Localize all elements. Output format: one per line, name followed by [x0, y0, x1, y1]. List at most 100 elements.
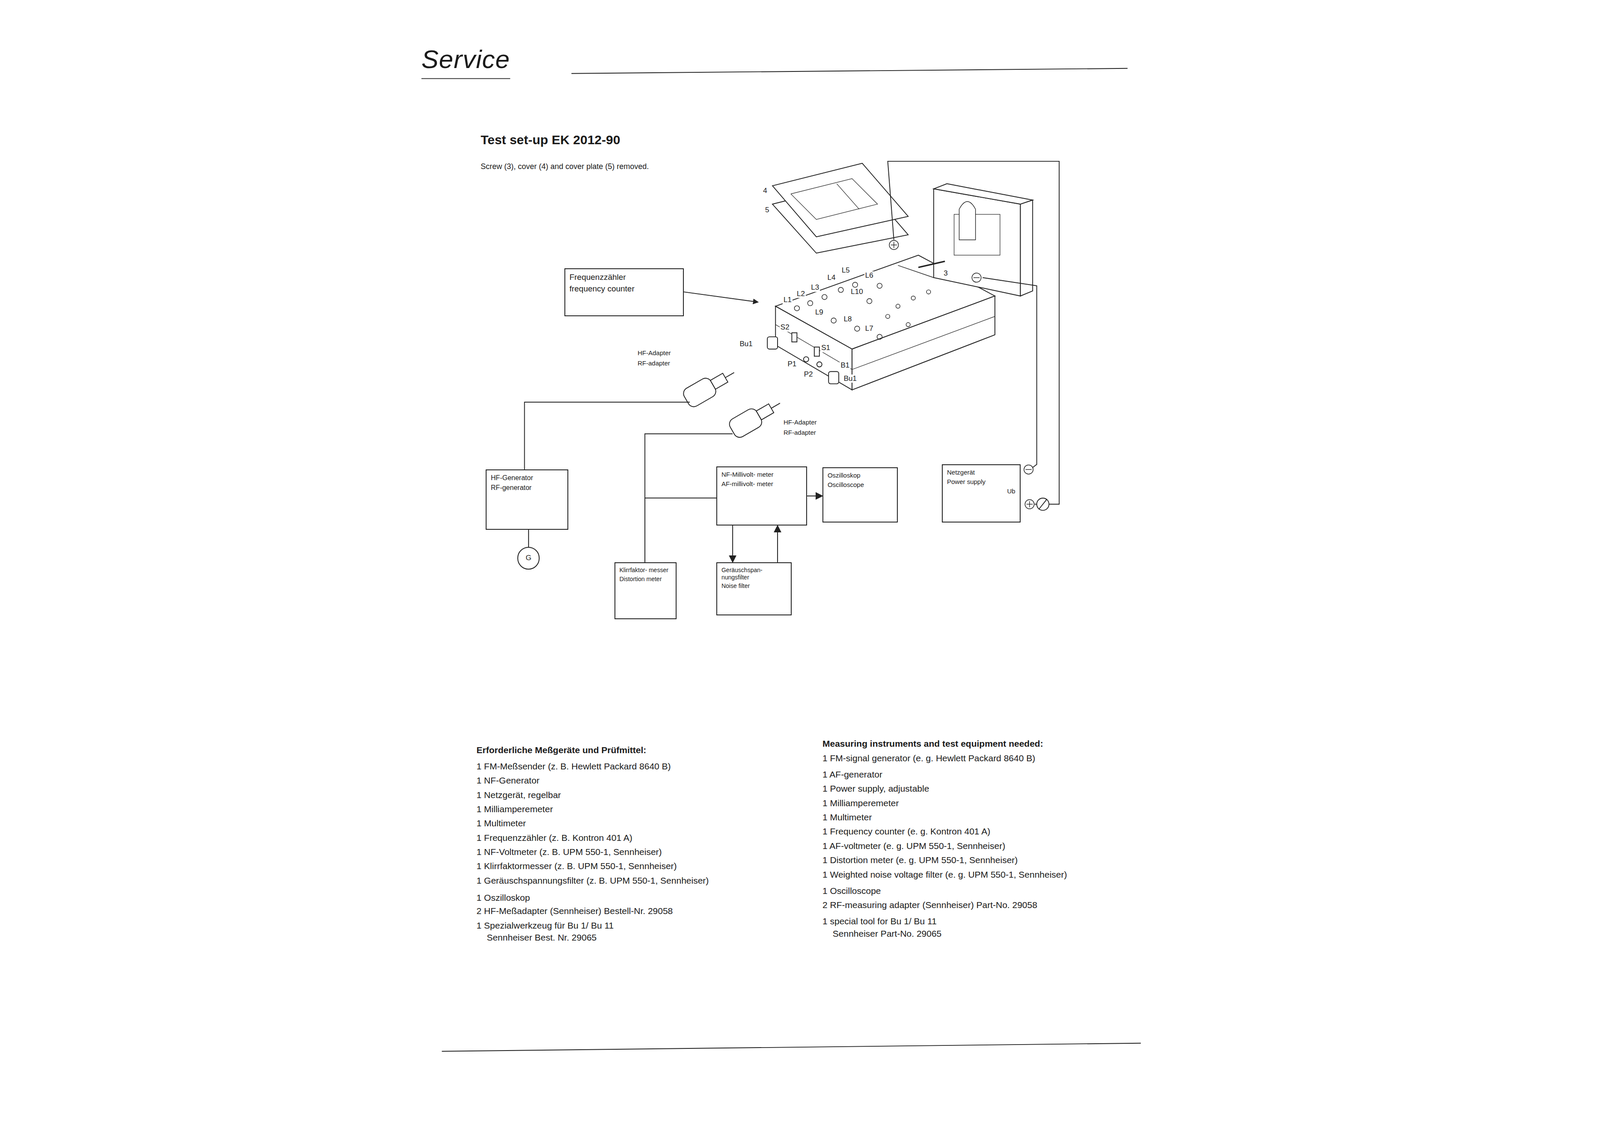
rf-adapter — [756, 403, 774, 420]
part-label: L6 — [864, 271, 875, 280]
receiver-housing — [933, 188, 1021, 296]
receiver-housing — [897, 265, 934, 278]
signal-connector — [528, 529, 529, 548]
equipment-list-line: 2 HF-Meßadapter (Sennheiser) Bestell-Nr.… — [476, 905, 674, 917]
equipment-list-line: Sennheiser Part-No. 29065 — [832, 928, 942, 939]
equipment-list-line: 1 Multimeter — [476, 818, 527, 829]
coil-hole — [794, 305, 800, 311]
polarity-symbol — [971, 273, 981, 283]
coil-hole — [794, 282, 931, 340]
signal-connector — [807, 495, 823, 497]
part-label: L2 — [795, 289, 806, 299]
instrument-box: Frequenzzählerfrequency counter — [564, 268, 684, 317]
box-text: AF-millivolt- meter — [721, 480, 802, 488]
meter-symbol — [1036, 498, 1050, 511]
coil-hole — [877, 334, 883, 340]
polarity-symbol — [889, 240, 899, 250]
rf-adapter — [727, 394, 785, 440]
coil-hole — [822, 294, 828, 300]
box-text: G — [525, 553, 532, 563]
rf-adapter — [681, 363, 786, 440]
box-text: Oszilloskop — [827, 471, 893, 480]
rule-line — [421, 78, 511, 80]
receiver-housing — [775, 306, 852, 391]
equipment-list-line: 1 Oscilloscope — [822, 885, 882, 897]
part-label: HF-Adapter — [636, 349, 672, 357]
part-label: Bu1 — [738, 339, 754, 349]
wire — [683, 291, 759, 303]
receiver-housing — [933, 183, 1033, 205]
coil-hole — [911, 296, 916, 301]
rule-line — [421, 68, 1141, 1052]
coil-hole — [838, 287, 844, 293]
rf-adapter — [725, 372, 735, 378]
equipment-list-line: 1 Klirrfaktormesser (z. B. UPM 550-1, Se… — [476, 860, 677, 872]
receiver-housing — [1020, 200, 1034, 297]
equipment-list-line: 1 FM-signal generator (e. g. Hewlett Pac… — [822, 753, 1036, 764]
equipment-list-line: 1 Weighted noise voltage filter (e. g. U… — [822, 869, 1068, 880]
box-text: RF-generator — [490, 483, 564, 492]
wire — [524, 161, 1060, 505]
part-label: L5 — [840, 266, 851, 275]
part-label: L4 — [826, 273, 837, 283]
receiver-housing — [851, 296, 995, 390]
signal-connector — [732, 525, 734, 563]
socket — [767, 336, 778, 350]
box-text: Geräuschspan- nungsfilter — [721, 566, 787, 582]
part-label: S2 — [779, 323, 791, 333]
cover-plate — [772, 163, 909, 238]
equipment-list-line: 1 Geräuschspannungsfilter (z. B. UPM 550… — [476, 875, 710, 886]
page-header: Service — [421, 44, 511, 75]
socket — [791, 332, 797, 342]
polarity-symbol — [973, 277, 980, 278]
coil-hole — [877, 283, 883, 289]
polarity-symbol — [1024, 499, 1034, 509]
part-label: L1 — [782, 295, 793, 305]
part-label: P2 — [803, 370, 814, 379]
receiver-housing — [918, 261, 945, 268]
box-text: frequency counter — [569, 284, 679, 294]
part-label: L3 — [810, 283, 820, 293]
coil-hole — [896, 304, 901, 309]
part-label: 3 — [942, 269, 949, 278]
rule-line — [442, 1043, 1141, 1052]
equipment-list-line: 1 FM-Meßsender (z. B. Hewlett Packard 86… — [476, 761, 671, 772]
box-text: Power supply — [946, 477, 1016, 486]
coil-hole — [854, 326, 860, 332]
coil-hole — [905, 322, 911, 327]
socket — [828, 371, 839, 384]
box-text: Frequenzzähler — [569, 272, 679, 283]
cover-plate — [790, 178, 878, 220]
part-label: B1 — [839, 361, 851, 370]
equipment-list-line: 1 NF-Voltmeter (z. B. UPM 550-1, Sennhei… — [476, 846, 662, 858]
instrument-box: HF-GeneratorRF-generator — [485, 469, 569, 530]
receiver-housing — [851, 316, 995, 370]
part-label: RF-adapter — [782, 428, 817, 437]
coil-hole — [807, 300, 813, 306]
box-text: Distortion meter — [619, 575, 672, 583]
part-label: 5 — [764, 205, 770, 215]
part-label: L9 — [814, 308, 825, 317]
equipment-list-line: 1 NF-Generator — [476, 775, 540, 786]
coil-hole — [831, 317, 837, 324]
box-text: Oscilloscope — [827, 480, 893, 489]
receiver-housing — [958, 201, 976, 240]
instrument-box: Geräuschspan- nungsfilterNoise filter — [716, 562, 792, 616]
equipment-list-line: 1 special tool for Bu 1/ Bu 11 — [822, 916, 937, 927]
box-text: Netzgerät — [946, 468, 1016, 477]
part-label: L10 — [849, 287, 864, 297]
socket — [816, 362, 823, 368]
equipment-list-line: 1 AF-generator — [822, 769, 883, 780]
equipment-list-line: Measuring instruments and test equipment… — [822, 738, 1044, 749]
socket — [814, 347, 820, 357]
coil-hole — [885, 314, 891, 319]
diagram-title: Test set-up EK 2012-90 — [480, 132, 621, 148]
equipment-list-line: 1 Frequenzzähler (z. B. Kontron 401 A) — [476, 832, 633, 844]
wire — [982, 277, 1037, 468]
instrument-box: Klirrfaktor- messerDistortion meter — [614, 562, 677, 620]
box-text: Noise filter — [721, 582, 787, 590]
signal-connector — [644, 498, 717, 563]
instrument-box: NF-Millivolt- meterAF-millivolt- meter — [716, 466, 808, 526]
receiver-housing — [775, 183, 1033, 390]
